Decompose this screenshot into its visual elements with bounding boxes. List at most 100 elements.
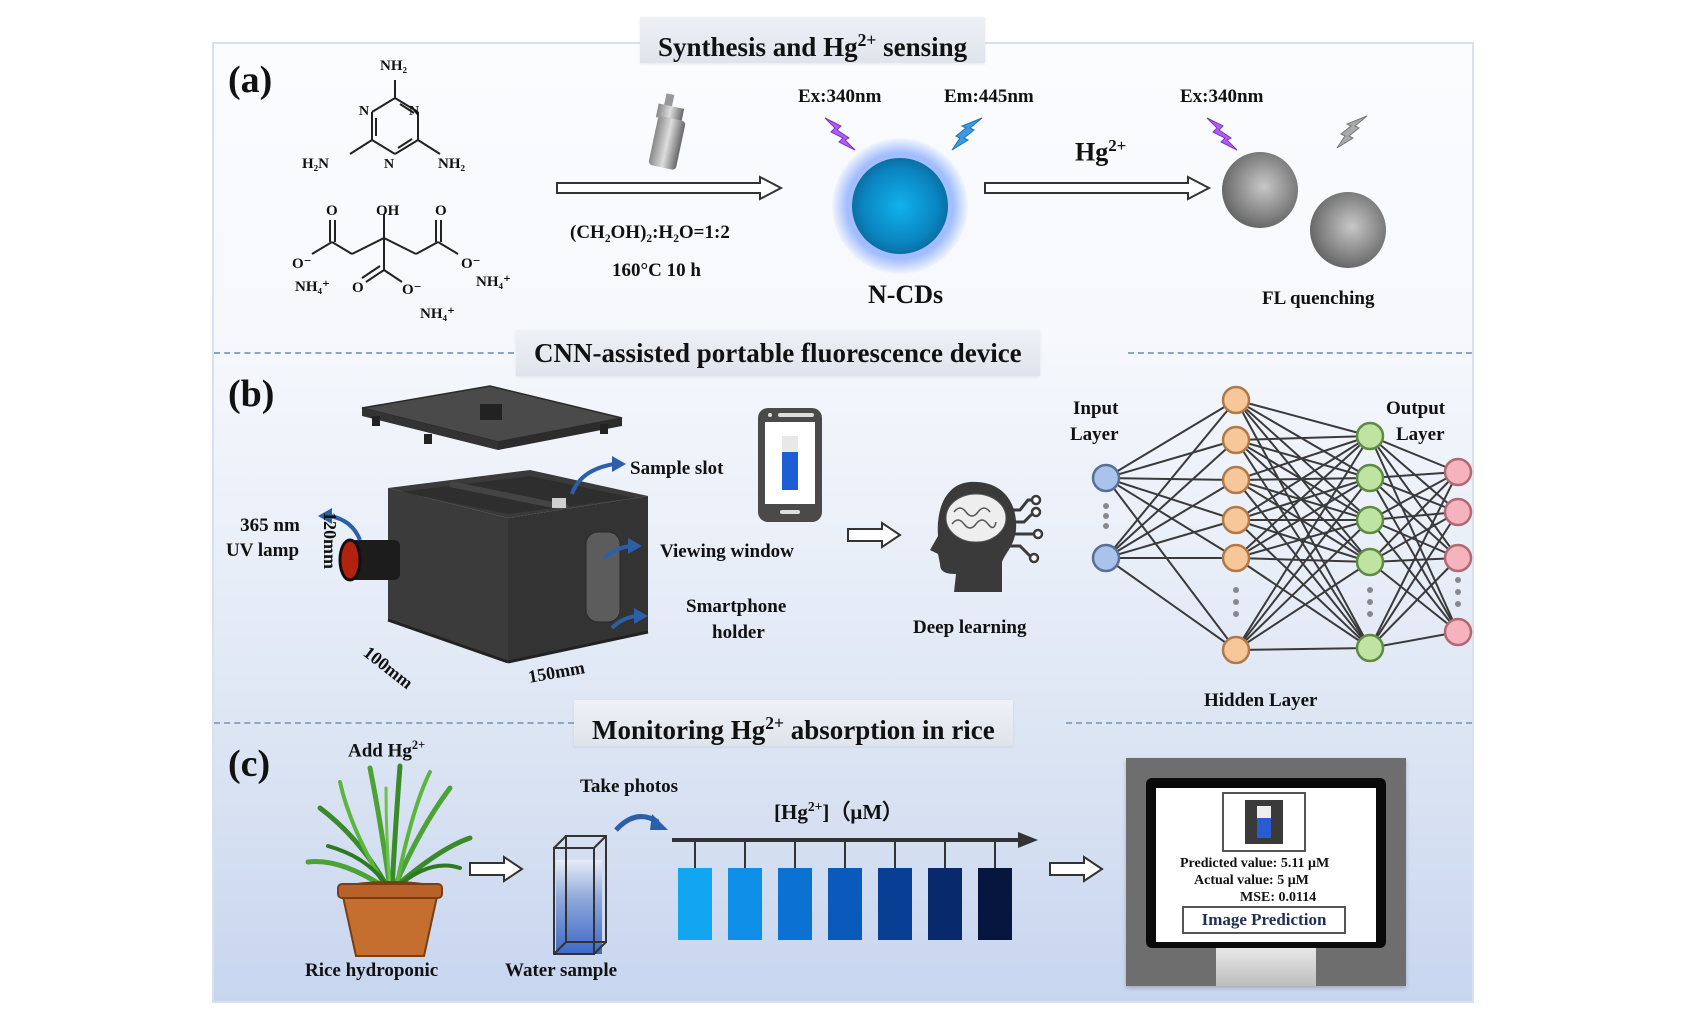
ellipsis-dot [1367, 611, 1373, 617]
neural-network-diagram [1091, 385, 1473, 665]
melamine-structure [349, 80, 441, 155]
panel-a-header: Synthesis and Hg2+ sensing [640, 17, 986, 63]
header-sup: 2+ [857, 30, 877, 50]
citrate-oh: OH [376, 203, 400, 219]
ellipsis-dot [1103, 513, 1109, 519]
axis-arrowhead [1018, 832, 1038, 848]
network-connection [1235, 435, 1371, 651]
network-connection [1235, 519, 1371, 651]
network-connection [1235, 477, 1371, 559]
hidden1-node [1221, 425, 1251, 455]
phone-to-dl-arrow [847, 521, 902, 549]
ring-n-1: N [359, 104, 370, 119]
em-label-ncd: Em:445nm [944, 86, 1034, 107]
network-connection [1235, 435, 1371, 441]
header-text-post: absorption in rice [784, 715, 995, 745]
network-connection [1235, 477, 1371, 651]
hidden1-node [1221, 385, 1251, 415]
network-connection [1105, 439, 1237, 559]
concentration-axis-label: [Hg2+]（μM） [774, 796, 903, 826]
network-connection [1235, 435, 1371, 521]
network-connection [1235, 557, 1371, 649]
network-connection [1235, 557, 1371, 563]
quenched-bolt-icon [1336, 115, 1368, 149]
divider-ab-left [214, 352, 514, 354]
thumb-cuvette-fill [1257, 818, 1271, 838]
ring-n-2: N [409, 104, 420, 119]
network-connection [1369, 561, 1459, 633]
ex-label-ncd: Ex:340nm [798, 86, 882, 107]
hidden-layer-label: Hidden Layer [1204, 690, 1318, 711]
prediction-image-frame [1222, 792, 1306, 852]
input-layer-label-1: Input [1073, 398, 1119, 419]
ellipsis-dot [1103, 503, 1109, 509]
excitation-bolt-icon-2 [1206, 117, 1238, 151]
hg-sup: 2+ [1108, 136, 1127, 155]
quenched-particle-2 [1310, 192, 1386, 268]
add-hg-sup: 2+ [411, 738, 426, 752]
network-connection [1235, 399, 1371, 649]
rice-hydroponic-label: Rice hydroponic [305, 960, 439, 981]
network-connection [1369, 519, 1459, 559]
network-connection [1105, 399, 1237, 559]
output-layer-label-1: Output [1386, 398, 1446, 419]
network-connection [1369, 471, 1459, 563]
ellipsis-dot [1367, 587, 1373, 593]
citrate-o-minus-3: O⁻ [402, 282, 422, 298]
network-connection [1105, 399, 1237, 479]
condition-solvent: (CH₂OH)₂:H₂O=1:2 [570, 222, 730, 243]
header-text: Synthesis and Hg [658, 32, 858, 62]
autoclave-icon [648, 93, 686, 170]
water-sample-label: Water sample [505, 960, 618, 981]
network-connection [1235, 435, 1371, 559]
network-connection [1235, 647, 1371, 651]
output-node [1443, 497, 1473, 527]
panel-c-label: (c) [228, 743, 271, 785]
hg-label: Hg2+ [1075, 136, 1126, 168]
ellipsis-dot [1455, 601, 1461, 607]
citrate-o-minus-2: O⁻ [461, 256, 481, 272]
panel-b-label: (b) [228, 373, 275, 415]
concentration-swatch [928, 868, 962, 940]
ring-n-3: N [384, 157, 395, 172]
network-connection [1369, 471, 1459, 479]
output-node [1443, 543, 1473, 573]
uv-lamp-label-1: 365 nm [240, 515, 300, 536]
network-connection [1369, 471, 1459, 649]
ellipsis-dot [1233, 611, 1239, 617]
actual-value: Actual value: 5 μM [1194, 873, 1309, 888]
citrate-structure [311, 214, 459, 283]
network-connection [1369, 471, 1459, 521]
divider-ab-right [1128, 352, 1472, 354]
divider-bc-left [214, 722, 574, 724]
smartphone-holder-label-2: holder [712, 622, 765, 643]
network-connection [1105, 519, 1237, 559]
take-photos-label: Take photos [580, 776, 679, 797]
network-connection [1369, 477, 1459, 633]
input-node [1091, 543, 1121, 573]
ellipsis-dot [1367, 599, 1373, 605]
prediction-cuvette-thumb [1245, 800, 1283, 844]
uv-lamp-label-2: UV lamp [226, 540, 300, 561]
citrate-o-2: O [435, 203, 447, 219]
add-hg-text: Add Hg [348, 740, 412, 762]
ellipsis-dot [1455, 589, 1461, 595]
predicted-value: Predicted value: 5.11 μM [1180, 856, 1330, 871]
condition-temp: 160°C 10 h [612, 260, 701, 281]
monitor-stand [1216, 948, 1316, 986]
nh4-2: NH₄⁺ [476, 274, 511, 290]
fl-quenching-label: FL quenching [1262, 288, 1375, 309]
fluorescence-device-box [318, 385, 649, 664]
hidden1-node [1221, 465, 1251, 495]
smartphone-holder-label-1: Smartphone [686, 596, 787, 617]
concentration-swatch [978, 868, 1012, 940]
emission-bolt-icon [951, 117, 983, 151]
plant-to-sample-arrow [469, 855, 524, 883]
concentration-swatch [728, 868, 762, 940]
concentration-swatch [678, 868, 712, 940]
dim-height: 120mm [320, 512, 340, 569]
input-layer-label-2: Layer [1070, 424, 1119, 445]
excitation-bolt-icon [824, 117, 856, 151]
network-connection [1235, 399, 1371, 437]
image-prediction-button[interactable]: Image Prediction [1182, 906, 1346, 934]
